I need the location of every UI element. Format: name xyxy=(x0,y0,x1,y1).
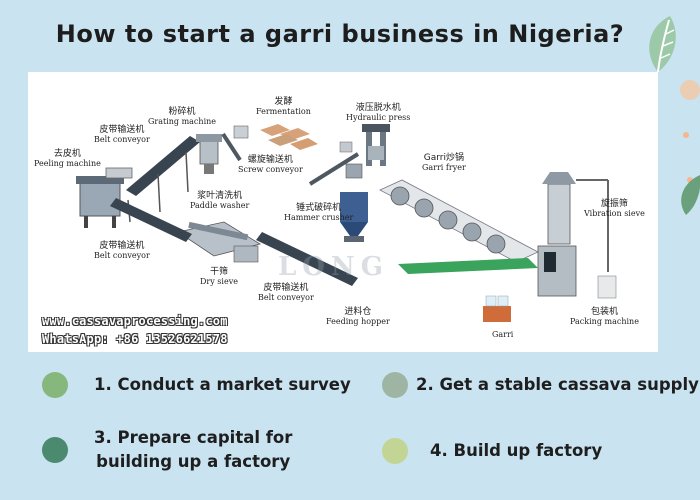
step-2-label: 2. Get a stable cassava supply xyxy=(416,375,699,394)
hammer-crusher-icon xyxy=(308,152,363,186)
step-4-label: 4. Build up factory xyxy=(430,441,603,460)
lower-left-conveyor-icon xyxy=(110,198,192,242)
step-2: 2. Get a stable cassava supply xyxy=(382,372,699,398)
peeling-machine-icon xyxy=(76,167,133,228)
production-line-illustration xyxy=(76,124,617,322)
watermark-website: www.cassavaprocessing.com xyxy=(42,314,228,328)
step-4-dot xyxy=(382,438,408,464)
decor-shapes xyxy=(680,80,700,183)
screw-conveyor-icon xyxy=(221,125,249,162)
step-1-label: 1. Conduct a market survey xyxy=(94,375,351,394)
vibration-sieve-icon xyxy=(542,172,609,272)
leaf-icon xyxy=(649,16,676,73)
brand-watermark: LONG xyxy=(278,252,389,282)
step-3: 3. Prepare capital for building up a fac… xyxy=(42,426,292,474)
fermentation-bags-icon xyxy=(260,124,318,150)
packing-machine-icon xyxy=(537,245,617,299)
garri-bags-icon xyxy=(483,295,511,322)
page-title: How to start a garri business in Nigeria… xyxy=(55,20,625,48)
grating-machine-icon xyxy=(196,134,222,174)
dry-sieve-icon xyxy=(233,245,259,263)
step-3-dot xyxy=(42,437,68,463)
garri-fryer-icon xyxy=(379,179,539,274)
label-garri: Garri xyxy=(492,330,514,339)
lower-mid-conveyor-icon xyxy=(256,232,358,286)
step-1: 1. Conduct a market survey xyxy=(42,372,351,398)
watermark-whatsapp: WhatsApp: +86 13526621578 xyxy=(42,332,228,346)
hydraulic-press-icon xyxy=(339,124,390,166)
leaf-shape-right xyxy=(681,175,700,215)
step-2-dot xyxy=(382,372,408,398)
step-4: 4. Build up factory xyxy=(382,438,602,464)
feeding-hopper-icon xyxy=(340,192,368,242)
step-1-dot xyxy=(42,372,68,398)
step-3-label: 3. Prepare capital for building up a fac… xyxy=(94,428,293,471)
